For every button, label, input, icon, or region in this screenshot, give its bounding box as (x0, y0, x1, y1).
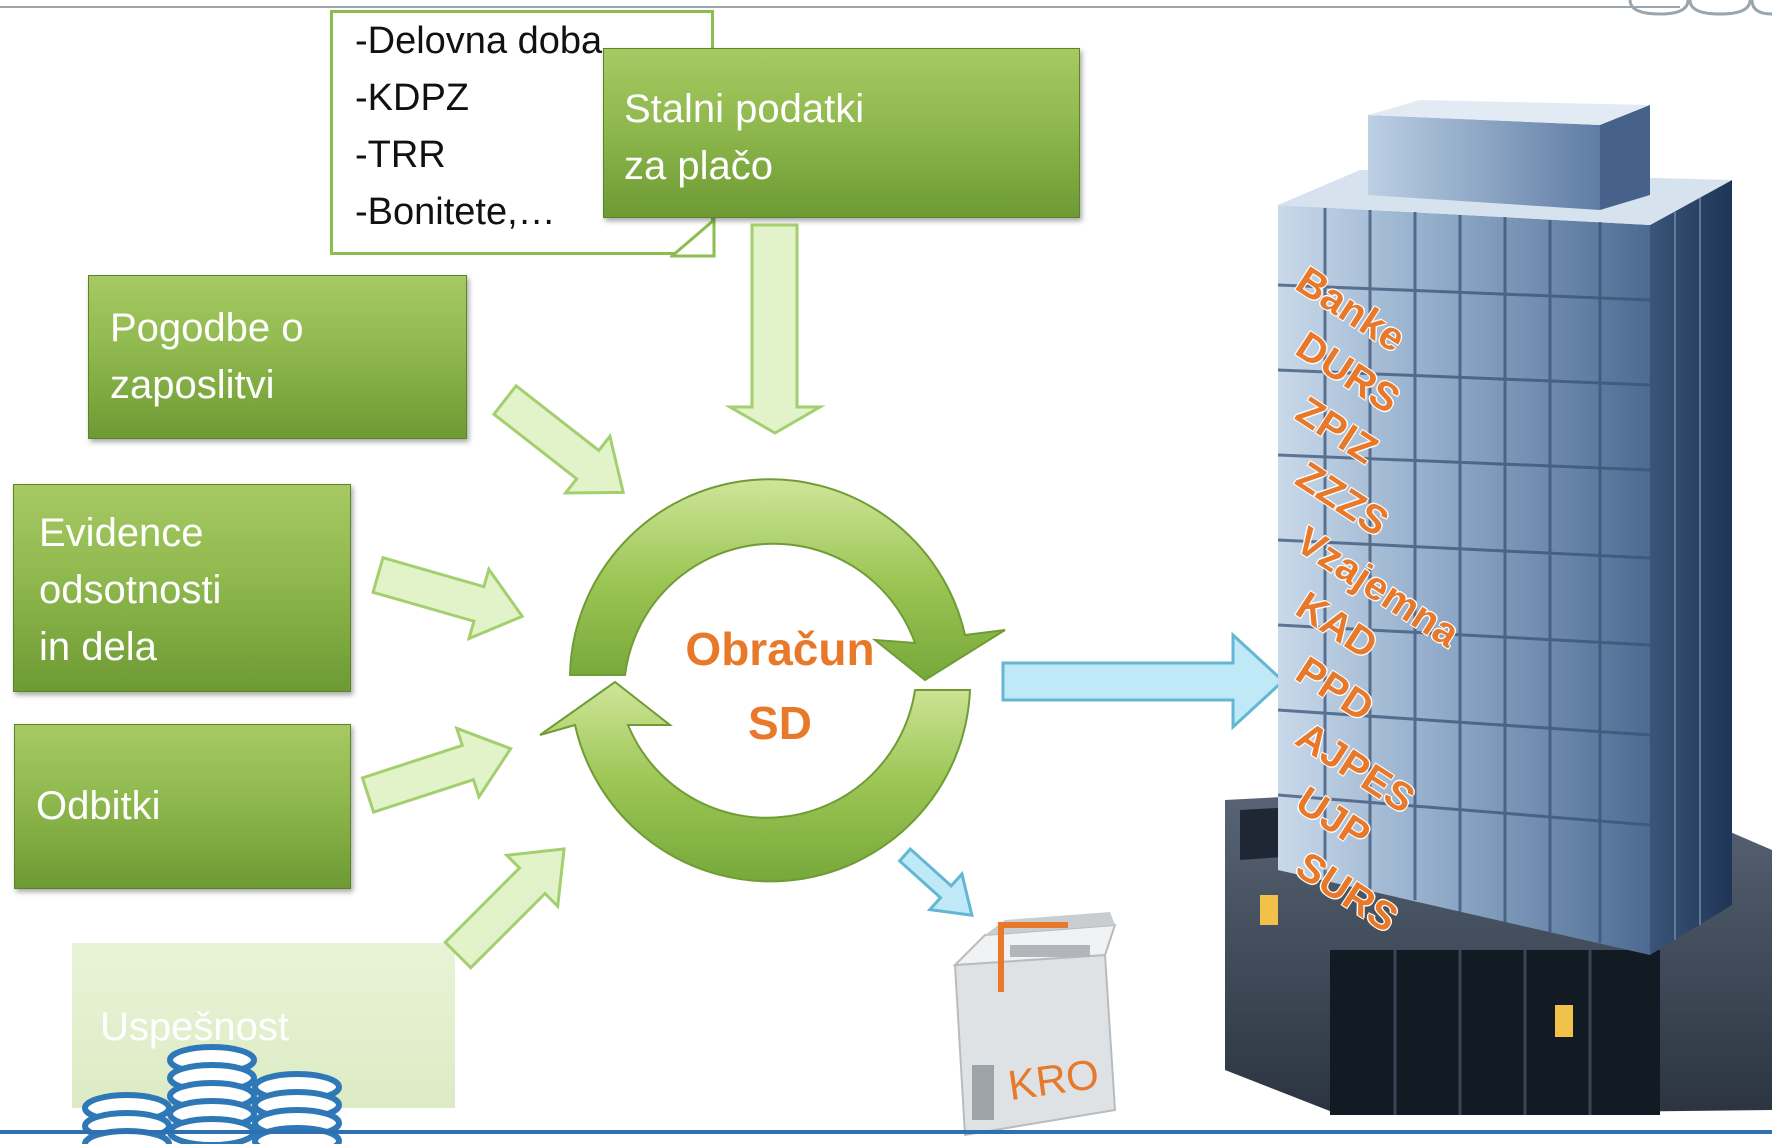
note-item: -Bonitete,… (355, 191, 556, 233)
uspesnost-box: Uspešnost (72, 943, 455, 1108)
box-text: Pogodbe o (110, 306, 304, 350)
box-text: Odbitki (36, 784, 161, 828)
cycle-arrows-icon (539, 478, 1006, 883)
box-text: in dela (39, 625, 157, 669)
note-item: -Delovna doba (355, 20, 603, 62)
bottom-divider (0, 1130, 1772, 1134)
box-text: Evidence (39, 511, 204, 555)
box-text: odsotnosti (39, 568, 222, 612)
pogodbe-box: Pogodbe o zaposlitvi (88, 275, 467, 439)
kro-printer-icon (952, 912, 1117, 1137)
input-arrow-odbitki (360, 725, 513, 815)
logo-fragment-icon (1628, 0, 1772, 16)
input-arrow-uspesnost (443, 847, 566, 970)
input-arrow-pogodbe (491, 383, 626, 495)
box-text: zaposlitvi (110, 363, 275, 407)
note-item: -TRR (355, 134, 446, 176)
center-label-line: SD (748, 697, 812, 749)
evidence-box: Evidence odsotnosti in dela (13, 484, 351, 692)
note-item: -KDPZ (355, 77, 469, 119)
building-icon (1225, 100, 1772, 1115)
odbitki-box: Odbitki (14, 724, 351, 889)
top-divider (0, 6, 1680, 8)
box-text: Stalni podatki (624, 87, 865, 131)
input-arrow-evidence (371, 555, 525, 642)
box-text: Uspešnost (100, 1005, 289, 1049)
center-label: Obračun SD (650, 612, 910, 760)
output-arrow-kro (897, 846, 974, 917)
box-text: za plačo (624, 144, 773, 188)
note-fold-icon (670, 218, 716, 258)
stalni-podatki-box: Stalni podatki za plačo (603, 48, 1080, 218)
input-arrow-top (724, 223, 826, 435)
center-label-line: Obračun (685, 623, 875, 675)
output-arrow-agencies (1001, 631, 1286, 731)
